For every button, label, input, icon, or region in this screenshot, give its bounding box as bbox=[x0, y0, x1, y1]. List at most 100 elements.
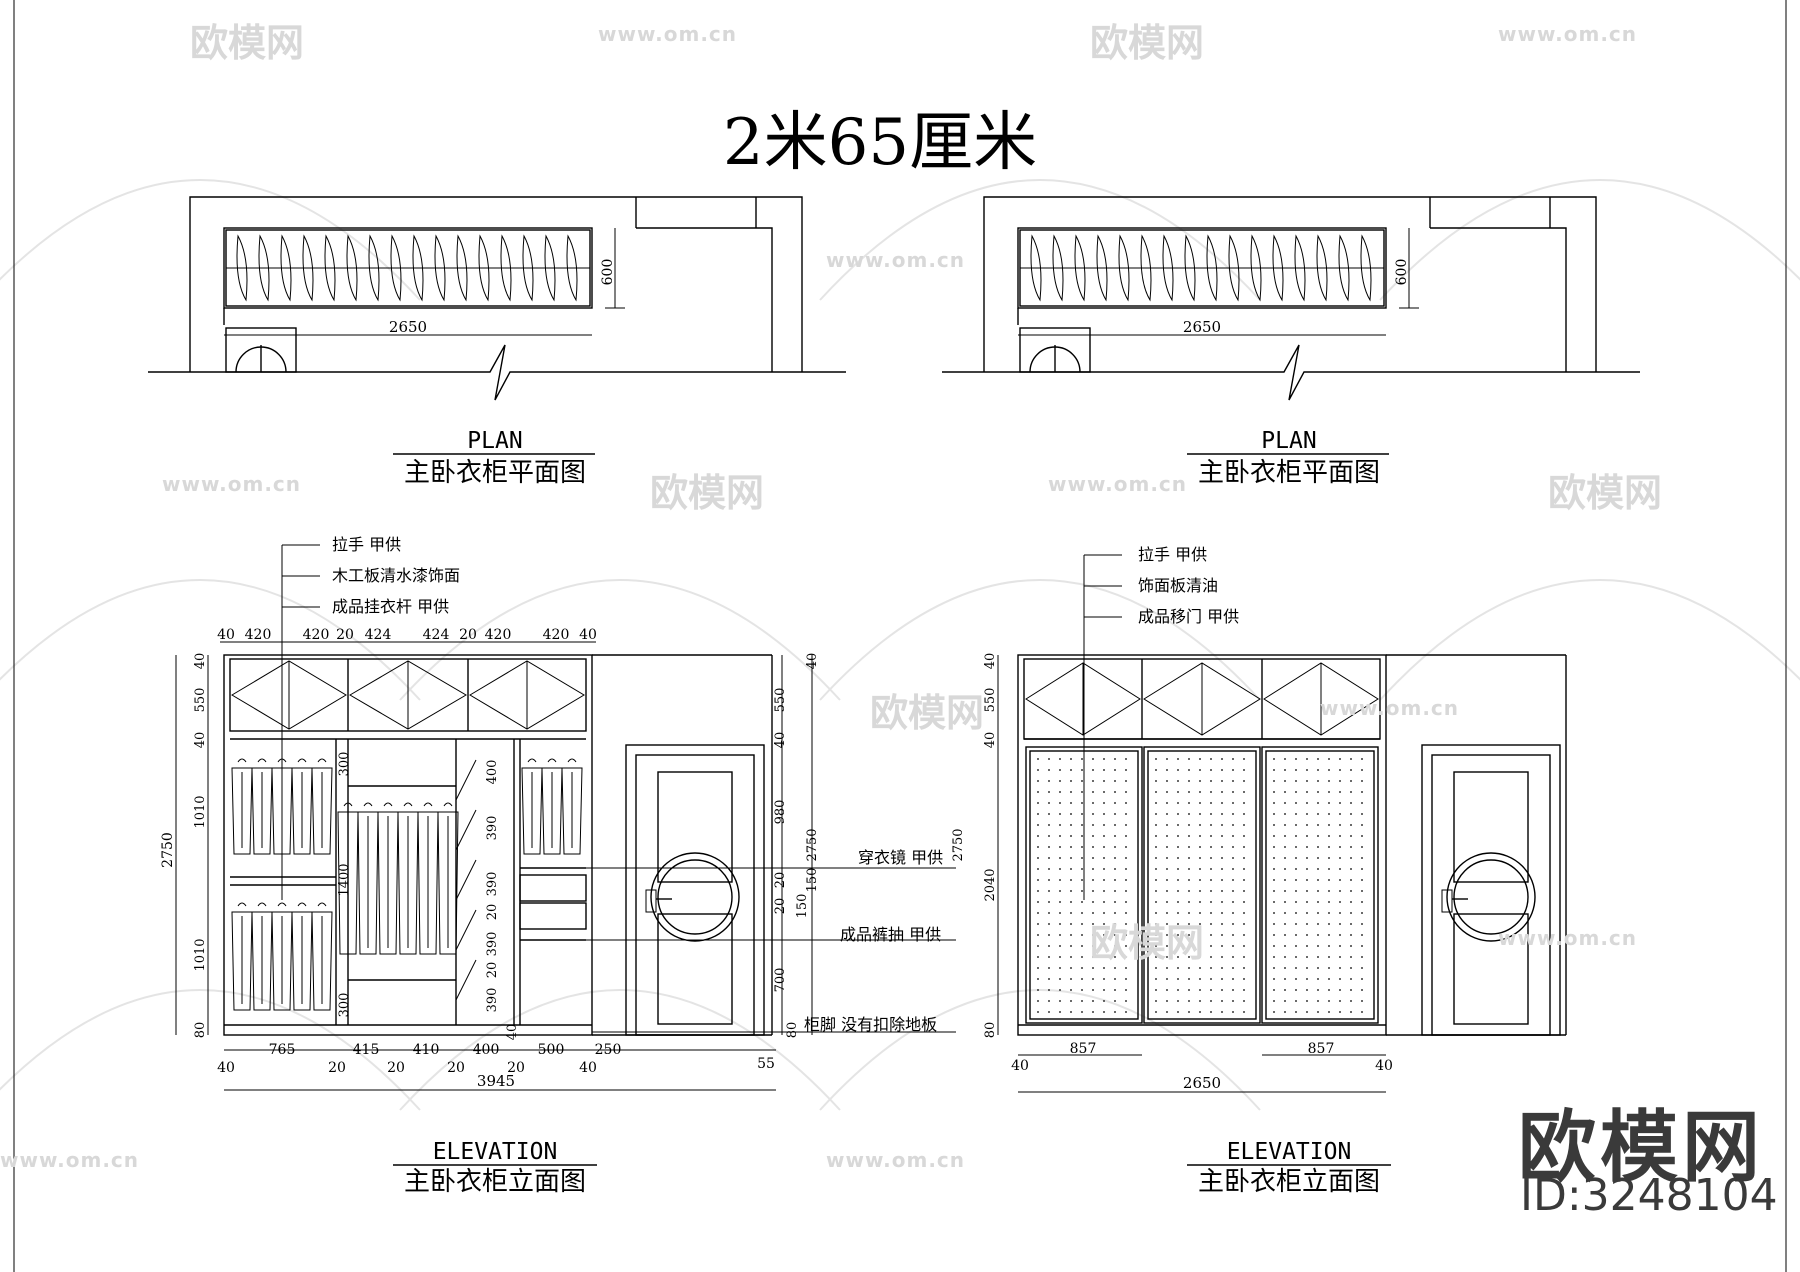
door-dot bbox=[1188, 989, 1190, 991]
door-dot bbox=[1177, 1000, 1179, 1002]
garment-hook bbox=[363, 802, 373, 807]
door-dot bbox=[1059, 758, 1061, 760]
bottom-dim-2: 410 bbox=[413, 1042, 440, 1058]
door-dot bbox=[1092, 978, 1094, 980]
inner-dim-12: 1400 bbox=[337, 863, 352, 896]
door-dot bbox=[1273, 758, 1275, 760]
door-dot bbox=[1092, 791, 1094, 793]
door-dot bbox=[1273, 813, 1275, 815]
right-dim-8: 150 bbox=[805, 868, 820, 893]
door-dot bbox=[1103, 989, 1105, 991]
door-dot bbox=[1155, 824, 1157, 826]
door-dot bbox=[1317, 758, 1319, 760]
door-dot bbox=[1243, 791, 1245, 793]
garment bbox=[251, 767, 273, 855]
door-dot bbox=[1155, 769, 1157, 771]
door-dot bbox=[1210, 890, 1212, 892]
door-dot bbox=[1243, 945, 1245, 947]
bottom-dim-0: 765 bbox=[269, 1042, 296, 1058]
door-dot bbox=[1081, 967, 1083, 969]
door-dot bbox=[1361, 868, 1363, 870]
garment-hook bbox=[383, 802, 393, 807]
door-dot bbox=[1125, 813, 1127, 815]
door-dot bbox=[1103, 813, 1105, 815]
door-dot bbox=[1155, 1000, 1157, 1002]
door-dot bbox=[1273, 791, 1275, 793]
elevation-view-left bbox=[223, 654, 956, 1036]
door-dot bbox=[1273, 989, 1275, 991]
door-dot bbox=[1103, 1000, 1105, 1002]
elevation-right-label-cn: 主卧衣柜立面图 bbox=[1198, 1167, 1380, 1197]
door-dot bbox=[1070, 802, 1072, 804]
door-dot bbox=[1092, 846, 1094, 848]
door-dot bbox=[1317, 934, 1319, 936]
door-dot bbox=[1221, 967, 1223, 969]
sliding-door-dot-pattern bbox=[1037, 758, 1363, 1013]
door-dot bbox=[1166, 912, 1168, 914]
door-dot bbox=[1339, 846, 1341, 848]
door-dot bbox=[1188, 780, 1190, 782]
door-dot bbox=[1199, 780, 1201, 782]
hanger-shape bbox=[1030, 234, 1042, 302]
garment bbox=[311, 767, 333, 855]
door-dot bbox=[1081, 934, 1083, 936]
door-dot bbox=[1199, 890, 1201, 892]
door-dot bbox=[1221, 901, 1223, 903]
door-dot bbox=[1221, 989, 1223, 991]
door-dot bbox=[1284, 846, 1286, 848]
door-dot bbox=[1232, 912, 1234, 914]
door-dot bbox=[1339, 945, 1341, 947]
door-dot bbox=[1059, 890, 1061, 892]
door-dot bbox=[1273, 967, 1275, 969]
door-dot bbox=[1048, 769, 1050, 771]
garment-hook bbox=[257, 902, 267, 907]
hanger-shape bbox=[236, 234, 248, 302]
door-dot bbox=[1166, 780, 1168, 782]
door-dot bbox=[1221, 1000, 1223, 1002]
bottom-small-5: 40 bbox=[579, 1060, 597, 1076]
door-dot bbox=[1177, 802, 1179, 804]
door-dot bbox=[1188, 791, 1190, 793]
door-dot bbox=[1114, 846, 1116, 848]
door-dot bbox=[1125, 901, 1127, 903]
door-dot bbox=[1059, 978, 1061, 980]
garment bbox=[541, 767, 563, 855]
garment-hook bbox=[343, 802, 353, 807]
door-dot bbox=[1059, 813, 1061, 815]
door-dot bbox=[1125, 780, 1127, 782]
door-dot bbox=[1221, 769, 1223, 771]
hanger-shape bbox=[544, 234, 556, 302]
door-dot bbox=[1081, 879, 1083, 881]
door-dot bbox=[1166, 769, 1168, 771]
door-dot bbox=[1306, 989, 1308, 991]
hanger-shape bbox=[566, 234, 578, 302]
door-dot bbox=[1284, 956, 1286, 958]
door-dot bbox=[1317, 802, 1319, 804]
door-dot bbox=[1199, 802, 1201, 804]
elevation-view-right bbox=[1017, 654, 1567, 1036]
door-dot bbox=[1306, 791, 1308, 793]
door-dot bbox=[1339, 857, 1341, 859]
plan-right-label-en: PLAN bbox=[1261, 428, 1316, 454]
door-dot bbox=[1273, 956, 1275, 958]
garment bbox=[231, 911, 253, 1011]
door-dot bbox=[1243, 934, 1245, 936]
door-dot bbox=[1092, 758, 1094, 760]
garment bbox=[397, 811, 419, 955]
door-dot bbox=[1103, 824, 1105, 826]
door-dot bbox=[1037, 802, 1039, 804]
door-dot bbox=[1317, 846, 1319, 848]
door-dot bbox=[1361, 978, 1363, 980]
inner-dim-5: 20 bbox=[485, 904, 500, 921]
door-dot bbox=[1350, 857, 1352, 859]
door-dot bbox=[1221, 868, 1223, 870]
door-dot bbox=[1177, 1011, 1179, 1013]
door-dot bbox=[1070, 857, 1072, 859]
door-dot bbox=[1048, 989, 1050, 991]
door-dot bbox=[1070, 978, 1072, 980]
door-dot bbox=[1037, 868, 1039, 870]
door-dot bbox=[1306, 813, 1308, 815]
door-dot bbox=[1070, 934, 1072, 936]
door-dot bbox=[1125, 791, 1127, 793]
door-dot bbox=[1155, 835, 1157, 837]
